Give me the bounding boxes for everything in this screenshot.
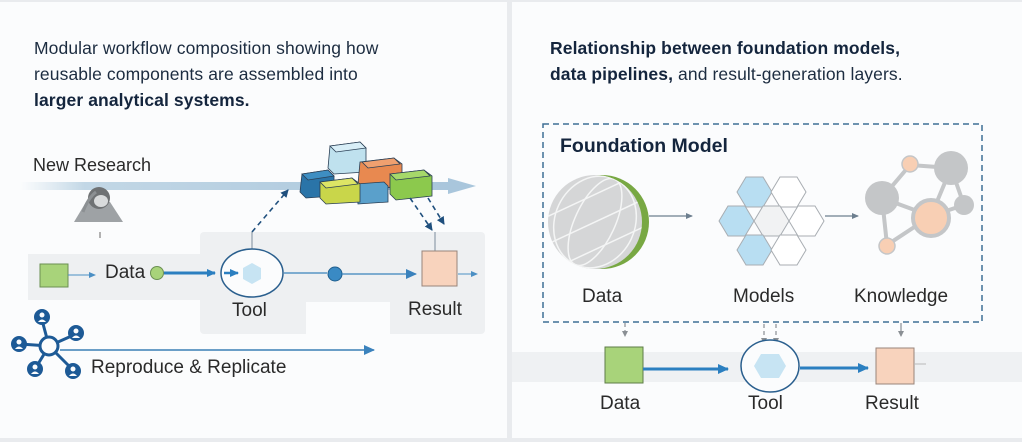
new-research-label: New Research — [33, 155, 152, 175]
foundation-model-title: Foundation Model — [560, 135, 728, 157]
pipeline-tool-label: Tool — [748, 393, 783, 414]
pipeline-data-square — [604, 346, 644, 384]
right-caption-line-2-rest: and result-generation layers. — [673, 64, 903, 84]
left-diagram — [11, 141, 485, 379]
pipeline-result-label: Result — [865, 393, 919, 414]
tool-node — [220, 248, 284, 298]
left-caption: Modular workflow composition showing how… — [34, 35, 378, 113]
pipeline-data-label: Data — [600, 393, 641, 414]
stage-models-label: Models — [733, 286, 795, 307]
globe-icon — [548, 175, 649, 269]
research-timeline-arrow — [20, 178, 476, 194]
foundation-model-box — [542, 123, 983, 323]
network-people-icon — [11, 309, 84, 379]
person-icon — [74, 187, 123, 238]
hexagon-icon — [243, 263, 261, 284]
stacked-blocks-icon — [299, 141, 433, 205]
tool-label: Tool — [232, 300, 267, 321]
pipeline-tool-node — [740, 339, 800, 393]
reproduce-replicate-label: Reproduce & Replicate — [91, 357, 287, 378]
dashed-connectors — [251, 189, 445, 254]
data-label: Data — [105, 262, 146, 283]
data-output-node — [150, 266, 164, 280]
right-caption-line-1: Relationship between foundation models, — [550, 38, 901, 58]
right-caption-line-2-bold: data pipelines, — [550, 64, 674, 84]
left-caption-line-2: reusable components are assembled into — [34, 64, 358, 84]
left-caption-line-1: Modular workflow composition showing how — [34, 38, 379, 58]
left-panel: Modular workflow composition showing how… — [0, 2, 507, 438]
result-square — [421, 250, 458, 287]
left-caption-line-3: larger analytical systems. — [34, 90, 250, 110]
stage-knowledge-label: Knowledge — [854, 286, 949, 307]
right-caption: Relationship between foundation models, … — [550, 35, 903, 87]
knowledge-graph-icon — [865, 151, 974, 255]
hexagon-icon — [754, 354, 786, 378]
right-panel: Relationship between foundation models, … — [512, 2, 1022, 438]
pipeline-result-square — [875, 347, 915, 385]
hexagon-cluster-icon — [718, 176, 825, 266]
right-diagram — [512, 123, 1022, 393]
data-square — [39, 263, 69, 288]
tool-output-node — [327, 266, 343, 282]
result-label: Result — [408, 299, 462, 320]
stage-data-label: Data — [582, 286, 623, 307]
